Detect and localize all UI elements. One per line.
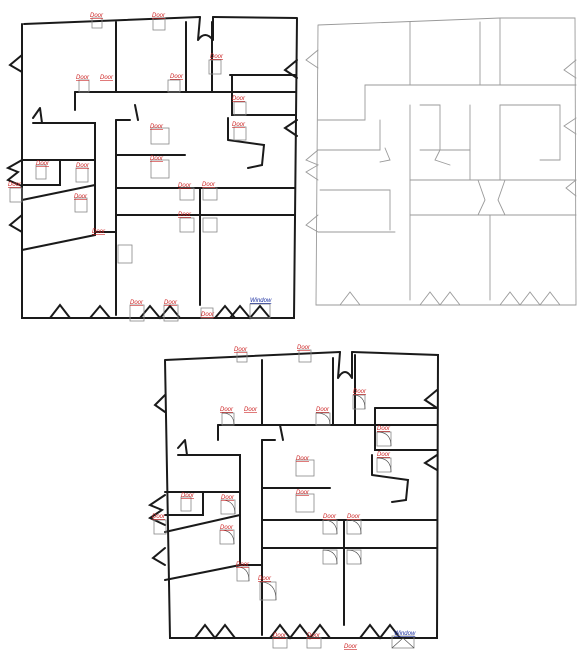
door-label: Door [316,407,330,413]
door-label: Door [344,644,358,650]
door-label: Door [273,633,287,639]
door-label: Door [234,347,248,353]
panel-c-labels: Door Door Door Door Door Door Door Door … [152,345,416,650]
door-label: Door [220,407,234,413]
door-label: Door [296,456,310,462]
door-label: Door [202,182,216,188]
door-label: Door [36,161,50,167]
door-label: Door [170,74,184,80]
door-label: Door [221,495,235,501]
door-label: Door [296,490,310,496]
door-label: Door [164,300,178,306]
door-label: Door [297,345,311,351]
door-label: Door [236,562,250,568]
door-label: Door [232,96,246,102]
door-label: Door [90,13,104,19]
door-label: Door [181,493,195,499]
door-label: Door [244,407,258,413]
door-label: Door [130,300,144,306]
panel-a-labels: Door Door Door Door Door Door Door Door … [8,13,272,318]
window-label: Window [250,298,272,304]
door-label: Door [8,182,22,188]
door-label: Door [150,124,164,130]
door-label: Door [150,156,164,162]
door-label: Door [232,122,246,128]
door-label: Door [178,212,192,218]
door-label: Door [220,525,234,531]
door-label: Door [377,452,391,458]
door-label: Door [258,576,272,582]
door-swing-symbols [219,394,415,649]
panel-a-boxes [9,17,271,322]
door-label: Door [76,163,90,169]
door-label: Door [210,54,224,60]
door-label: Door [323,514,337,520]
door-label: Door [92,229,106,235]
door-label: Door [377,426,391,432]
door-label: Door [74,194,88,200]
door-label: Door [152,13,166,19]
door-label: Door [307,633,321,639]
panel-annotated-floorplan [5,16,298,320]
door-label: Door [353,389,367,395]
door-label: Door [178,183,192,189]
door-label: Door [100,75,114,81]
door-label: Door [201,312,215,318]
door-label: Door [347,514,361,520]
window-label: Window [394,631,416,637]
panel-sketch-floorplan [305,17,577,306]
door-label: Door [76,75,90,81]
door-label: Door [152,514,166,520]
panel-c-boxes [153,349,415,649]
